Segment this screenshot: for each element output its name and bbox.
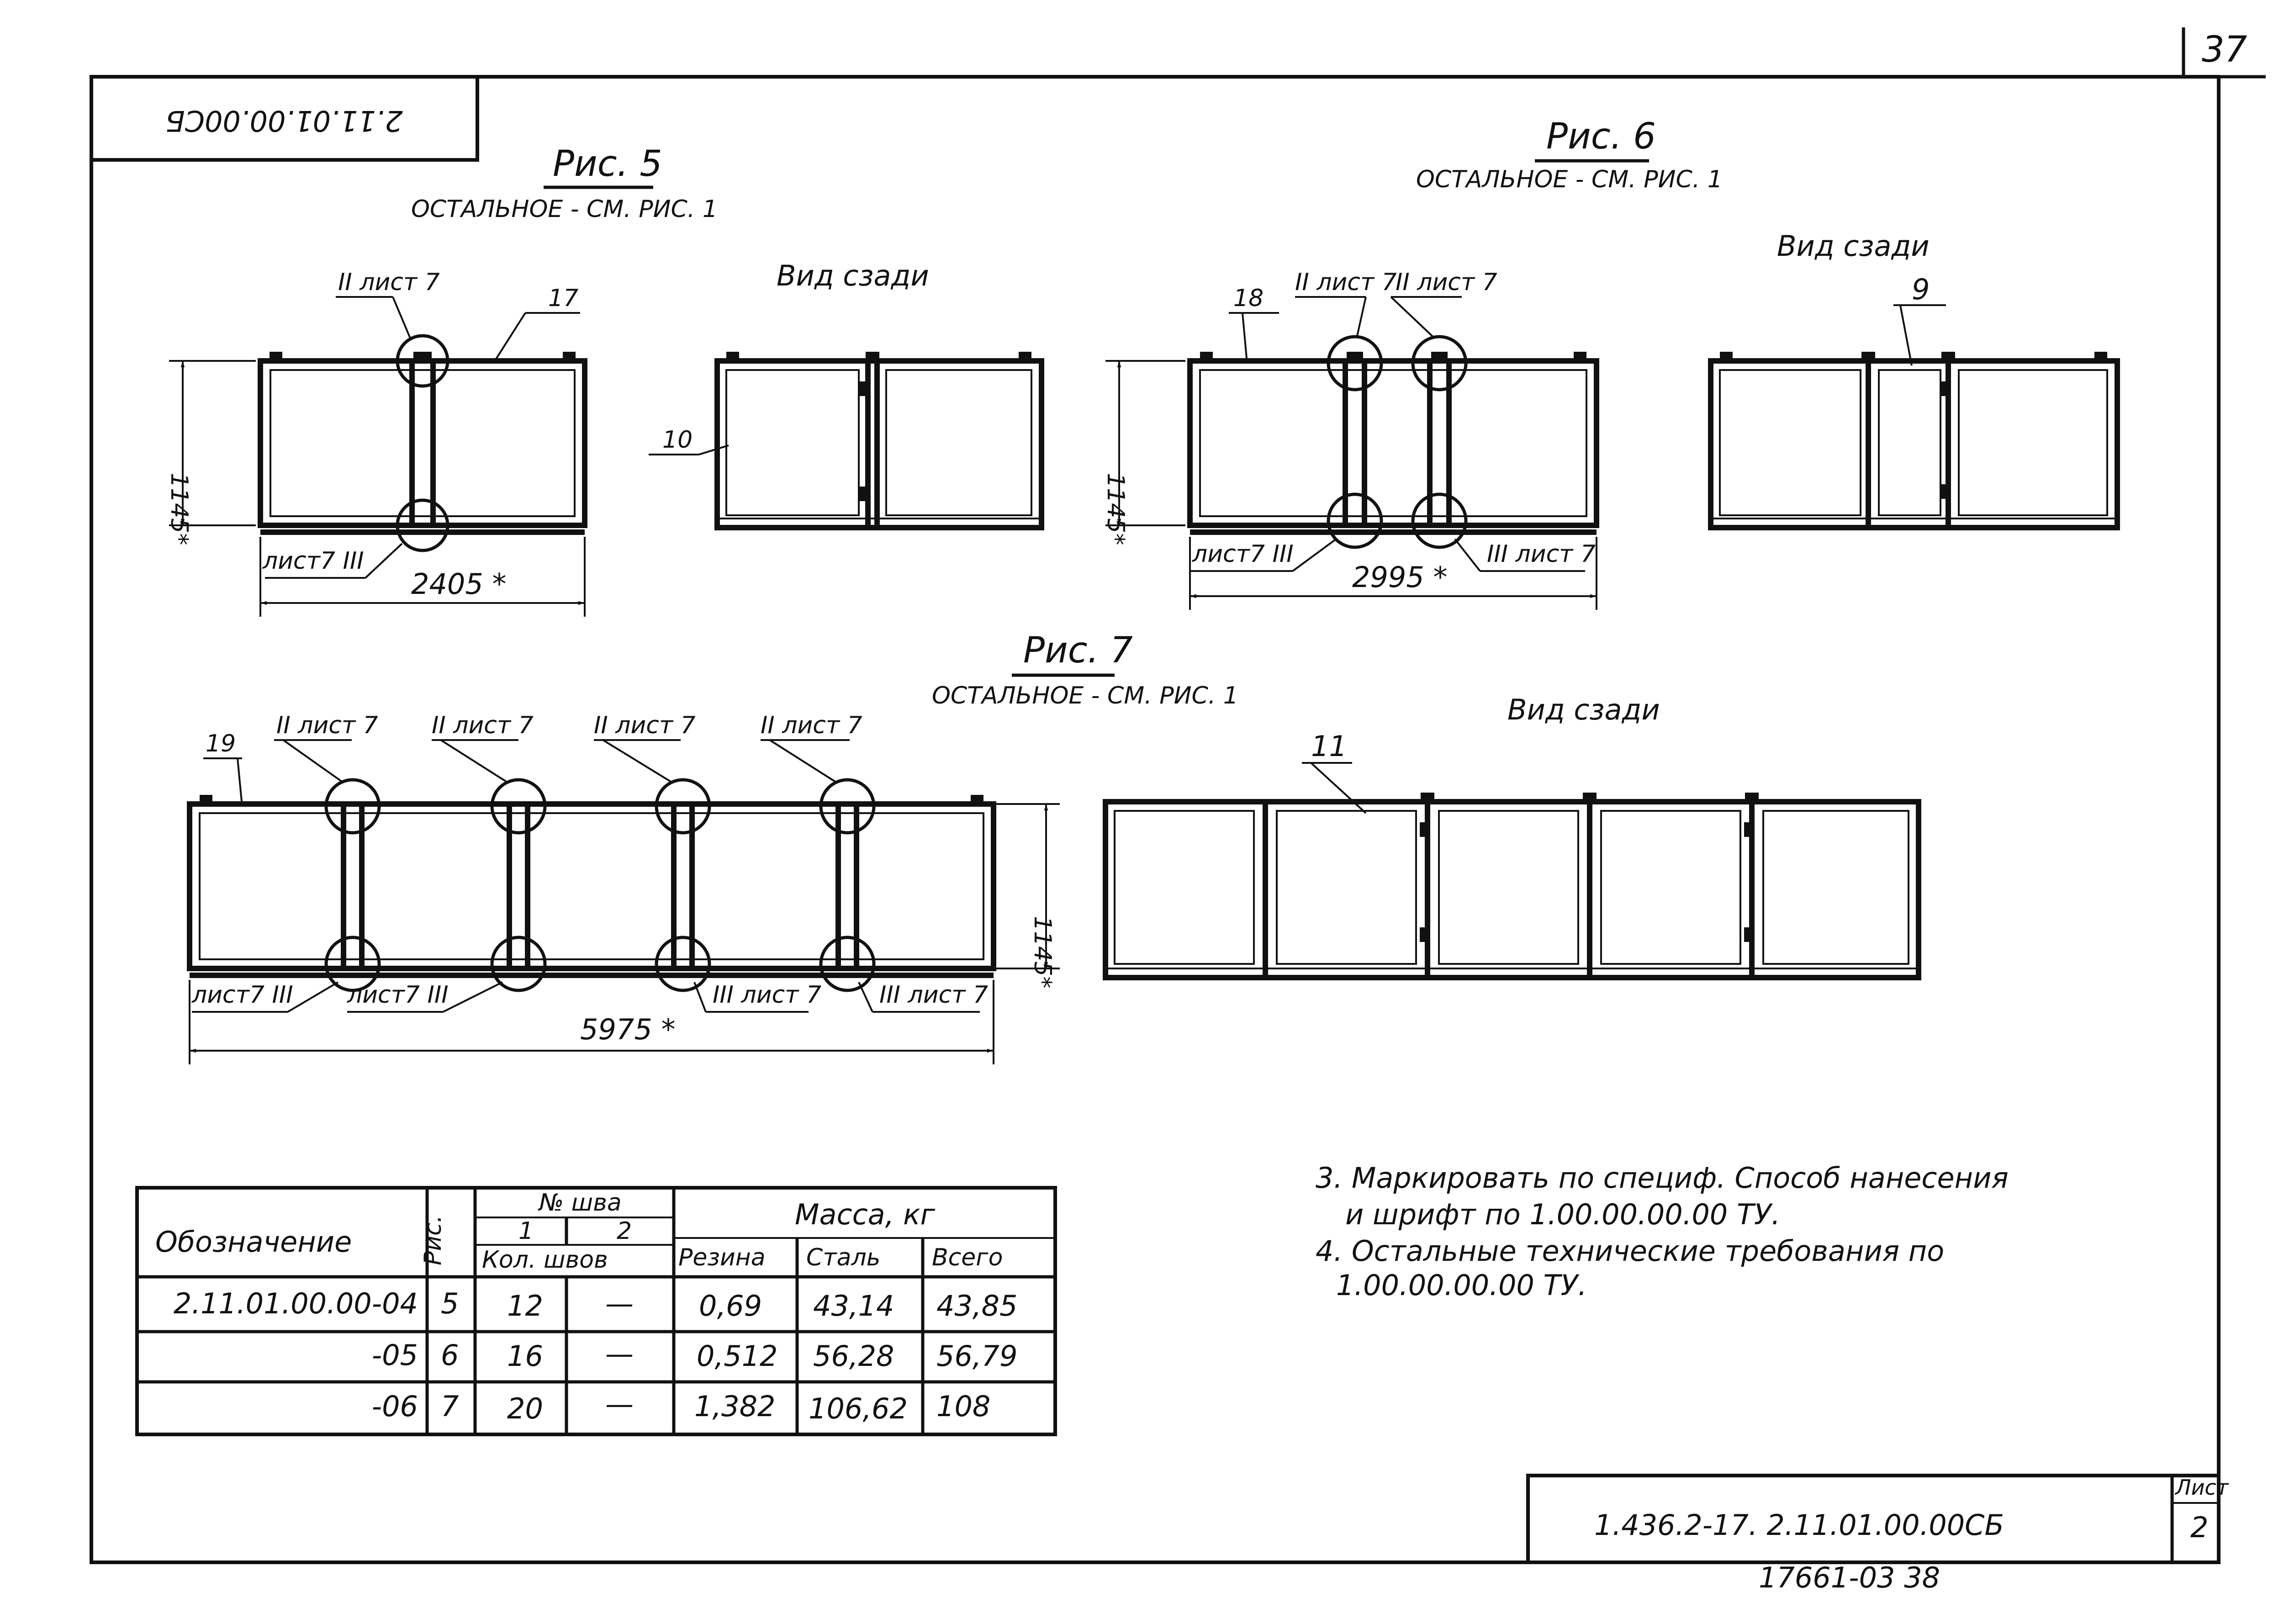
fig5-callout-bottom: лист7 III: [262, 547, 364, 575]
cell-designation: -05: [372, 1338, 418, 1372]
title-block: Лист 2 1.436.2-17. 2.11.01.00.00СБ 17661…: [1526, 1474, 2229, 1594]
cell-weld2: —: [605, 1337, 634, 1370]
fig5-pos-17: 17: [548, 285, 578, 312]
table-row: -05 6 16 — 0,512 56,28 56,79: [372, 1337, 1018, 1373]
fig7-callout-top-3: II лист 7: [594, 712, 696, 739]
table-row: -06 7 20 — 1,382 106,62 108: [372, 1387, 991, 1425]
cell-steel: 106,62: [809, 1392, 908, 1425]
th-weld-no: № шва: [538, 1189, 622, 1217]
fig7-callout-bottom-1: лист7 III: [191, 981, 293, 1009]
cell-designation: -06: [372, 1390, 418, 1423]
cell-rubber: 1,382: [694, 1390, 776, 1423]
cell-rubber: 0,512: [697, 1339, 778, 1373]
fig7-rear-title: Вид сзади: [1507, 693, 1660, 726]
fig7-callout-bottom-3: III лист 7: [713, 981, 821, 1009]
specification-table: Обозначение Рис. № шва 1 2 Кол. швов Мас…: [135, 1186, 1057, 1436]
fig6-callout-top-2: II лист 7: [1396, 269, 1497, 296]
cell-weld2: —: [605, 1287, 634, 1320]
cell-total: 56,79: [936, 1339, 1018, 1373]
fig6-pos-18: 18: [1233, 285, 1264, 312]
sheet-number: 2: [2190, 1511, 2208, 1544]
fig5-pos-10: 10: [662, 426, 693, 454]
th-mass: Масса, кг: [795, 1198, 936, 1231]
cell-total: 43,85: [936, 1289, 1018, 1322]
corner-code: 2.11.01.00.00СБ: [165, 104, 403, 138]
fig7-callout-top-2: II лист 7: [432, 712, 534, 739]
th-fig: Рис.: [419, 1215, 447, 1265]
cell-weld1: 20: [507, 1392, 543, 1425]
fig7-pos-19: 19: [206, 730, 236, 757]
cell-weld1: 12: [507, 1289, 543, 1322]
fig6-subtitle: ОСТАЛЬНОЕ - СМ. РИС. 1: [1416, 166, 1723, 193]
note-4-line-2: 1.00.00.00.00 ТУ.: [1336, 1269, 1587, 1302]
cell-steel: 56,28: [813, 1339, 894, 1373]
note-3-line-2: и шрифт по 1.00.00.00.00 ТУ.: [1345, 1198, 1780, 1231]
fig7-title: Рис. 7: [1023, 630, 1133, 671]
fig5-dim-height: 1145*: [165, 473, 193, 545]
fig5-rear-title: Вид сзади: [777, 259, 929, 292]
th-steel: Сталь: [806, 1244, 880, 1271]
fig7-callout-top-1: II лист 7: [276, 712, 378, 739]
table-row: 2.11.01.00.00-04 5 12 — 0,69 43,14 43,85: [174, 1287, 1018, 1322]
th-weld-count: Кол. швов: [482, 1246, 608, 1274]
fig6-rear-title: Вид сзади: [1777, 229, 1930, 263]
cell-total: 108: [936, 1390, 990, 1423]
cell-fig: 5: [441, 1287, 459, 1320]
sheet-label: Лист: [2174, 1475, 2229, 1500]
cell-weld2: —: [605, 1387, 634, 1421]
fig5-dim-width: 2405 *: [411, 567, 507, 601]
note-3-line-1: 3. Маркировать по специф. Способ нанесен…: [1316, 1161, 2009, 1195]
fig5-subtitle: ОСТАЛЬНОЕ - СМ. РИС. 1: [411, 196, 718, 223]
fig7-callout-bottom-4: III лист 7: [879, 981, 988, 1009]
page-number: 37: [2202, 29, 2247, 70]
sheet-frame: 37 2.11.01.00.00СБ: [90, 27, 2266, 1564]
th-weld-2: 2: [617, 1217, 632, 1245]
fig6-dim-height: 1145*: [1102, 473, 1129, 545]
th-rubber: Резина: [678, 1244, 766, 1271]
fig7-dim-width: 5975 *: [580, 1013, 676, 1046]
cell-weld1: 16: [507, 1339, 543, 1373]
cell-steel: 43,14: [813, 1289, 894, 1322]
fig6-dim-width: 2995 *: [1352, 561, 1448, 594]
note-4-line-1: 4. Остальные технические требования по: [1316, 1234, 1944, 1268]
fig6-callout-top-1: II лист 7: [1295, 269, 1397, 296]
fig5-callout-top: II лист 7: [338, 269, 440, 296]
fig7-callout-bottom-2: лист7 III: [347, 981, 449, 1009]
fig6-title: Рис. 6: [1546, 116, 1656, 157]
th-total: Всего: [932, 1244, 1003, 1271]
figure-6: Рис. 6 ОСТАЛЬНОЕ - СМ. РИС. 1 Вид сзади …: [1102, 116, 2120, 610]
fig7-subtitle: ОСТАЛЬНОЕ - СМ. РИС. 1: [932, 682, 1238, 709]
stamp-code: 17661-03 38: [1759, 1561, 1940, 1594]
cell-fig: 7: [441, 1390, 459, 1423]
cell-rubber: 0,69: [699, 1289, 762, 1322]
th-designation: Обозначение: [155, 1225, 352, 1259]
fig6-callout-bottom-2: III лист 7: [1487, 540, 1596, 568]
figure-5: Рис. 5 ОСТАЛЬНОЕ - СМ. РИС. 1 Вид сзади …: [165, 143, 1044, 617]
document-code: 1.436.2-17. 2.11.01.00.00СБ: [1594, 1508, 2004, 1542]
technical-notes: 3. Маркировать по специф. Способ нанесен…: [1316, 1161, 2009, 1302]
cell-designation: 2.11.01.00.00-04: [174, 1287, 418, 1320]
fig5-title: Рис. 5: [553, 143, 662, 185]
cell-fig: 6: [441, 1338, 459, 1372]
fig6-pos-9: 9: [1912, 273, 1930, 306]
fig7-callout-top-4: II лист 7: [761, 712, 862, 739]
figure-7: Рис. 7 ОСТАЛЬНОЕ - СМ. РИС. 1 Вид сзади …: [187, 630, 1921, 1064]
th-weld-1: 1: [518, 1217, 534, 1245]
fig7-dim-height: 1145*: [1029, 916, 1056, 988]
fig6-callout-bottom-1: лист7 III: [1192, 540, 1294, 568]
fig7-pos-11: 11: [1311, 730, 1347, 763]
